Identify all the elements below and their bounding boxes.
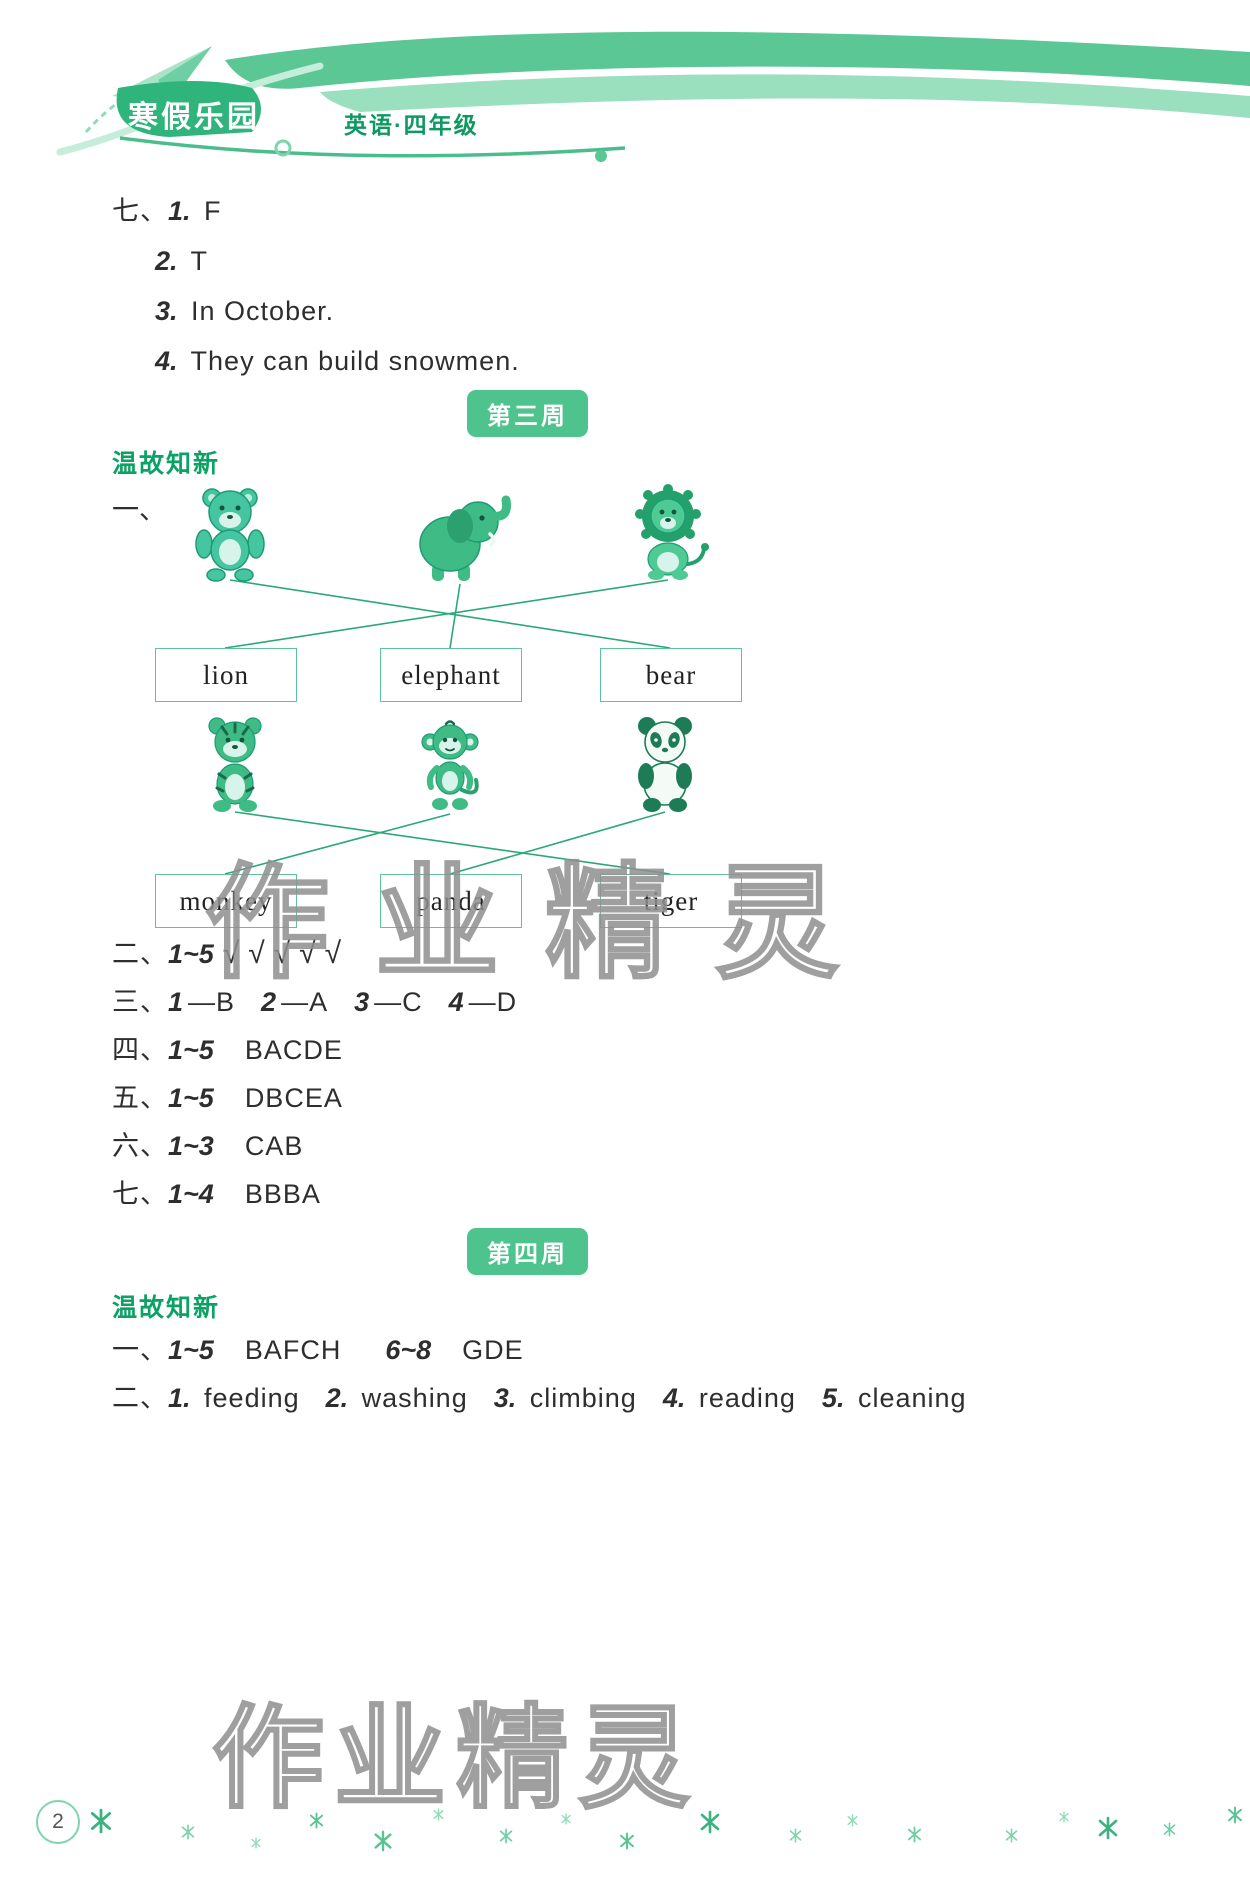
- flower-icon: [1096, 1816, 1120, 1845]
- flower-icon: [1004, 1828, 1019, 1848]
- elephant-icon: [419, 495, 511, 581]
- flower-icon: [372, 1830, 394, 1857]
- flower-icon: [1162, 1822, 1177, 1842]
- bear-icon: [195, 488, 265, 582]
- tiger-icon: [208, 717, 262, 812]
- week3-badge: 第三周: [467, 390, 588, 437]
- app-logo: 寒假乐园: [128, 101, 260, 134]
- answer-line: 七、1. F: [112, 196, 222, 226]
- flower-icon: [308, 1812, 325, 1834]
- flower-icon: [788, 1828, 803, 1848]
- match-box-lion: lion: [155, 648, 297, 702]
- match-box-monkey: monkey: [155, 874, 297, 928]
- flower-icon: [618, 1832, 636, 1855]
- match-box-bear: bear: [600, 648, 742, 702]
- lion-icon: [635, 484, 709, 580]
- monkey-icon: [421, 720, 479, 810]
- flower-icon: [1058, 1810, 1070, 1828]
- panda-icon: [638, 717, 692, 812]
- match-box-tiger: tiger: [600, 874, 742, 928]
- week4-badge: 第四周: [467, 1228, 588, 1275]
- matching-exercise-group1: 一、: [112, 482, 1138, 707]
- match-lines: [224, 811, 671, 875]
- flower-icon: [846, 1814, 859, 1832]
- flower-icon: [180, 1824, 196, 1845]
- exercise-label: 一、: [112, 495, 166, 525]
- flower-icon: [88, 1808, 114, 1839]
- answer-line: 2. T: [155, 246, 209, 276]
- answer-line: 4. They can build snowmen.: [155, 346, 520, 376]
- flower-icon: [906, 1826, 923, 1848]
- flower-icon: [698, 1810, 722, 1839]
- match-box-elephant: elephant: [380, 648, 522, 702]
- review-heading: 温故知新: [112, 450, 221, 478]
- review-heading: 温故知新: [112, 1294, 221, 1322]
- watermark-text: 作业精灵: [211, 1695, 700, 1823]
- match-box-panda: panda: [380, 874, 522, 928]
- flower-icon: [432, 1808, 445, 1826]
- flower-icon: [560, 1812, 572, 1830]
- page-number: 2: [36, 1800, 80, 1844]
- flower-icon: [498, 1828, 514, 1849]
- header-wave-decoration: [56, 31, 1250, 162]
- answer-line: 二、1~5√√√√√: [112, 937, 351, 970]
- flower-icon: [1226, 1806, 1244, 1829]
- answer-line: 3. In October.: [155, 296, 335, 326]
- flower-icon: [250, 1836, 262, 1854]
- section-seven-answers: 七、1. F 2. T 3. In October. 4. They can b…: [112, 186, 520, 386]
- book-subtitle: 英语·四年级: [344, 112, 479, 138]
- match-lines: [224, 579, 671, 649]
- matching-exercise-group2: monkey panda tiger: [112, 714, 1138, 932]
